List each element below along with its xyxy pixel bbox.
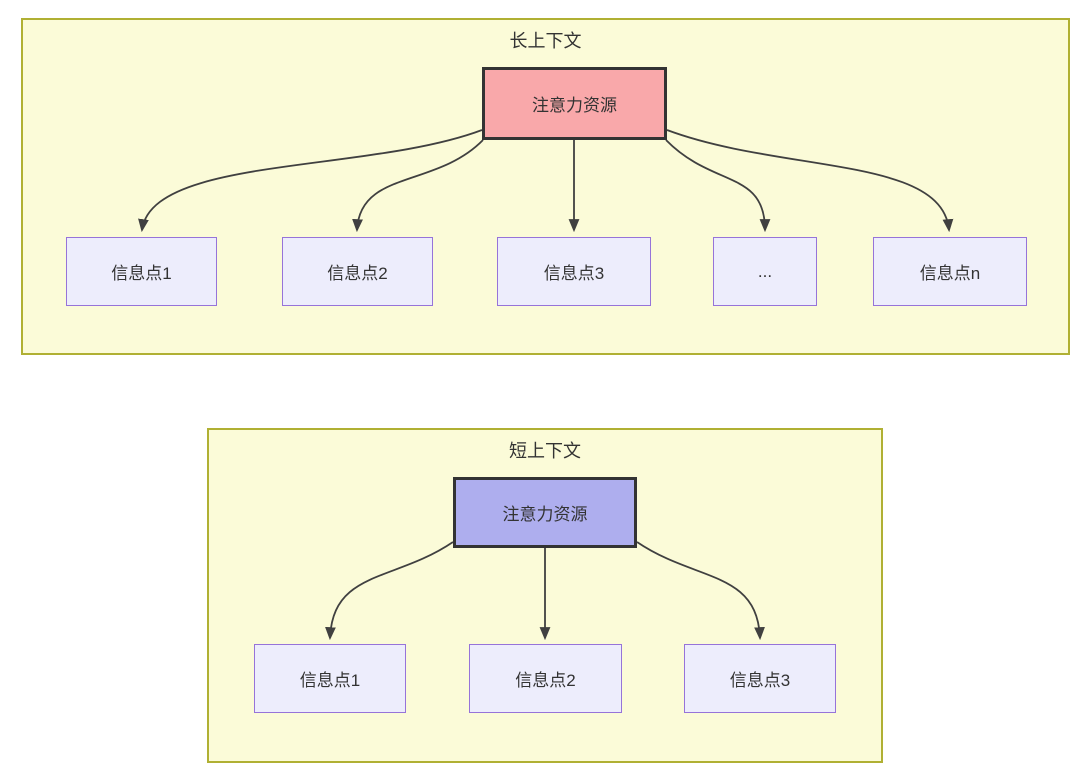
long-context-info-point-3: 信息点3 [497, 237, 651, 306]
long-context-attention-box: 注意力资源 [482, 67, 667, 140]
short-context-attention-box: 注意力资源 [453, 477, 637, 548]
node-label: 信息点1 [299, 671, 361, 690]
long-context-attention-label: 注意力资源 [532, 96, 617, 115]
short-context-title: 短上下文 [509, 441, 581, 461]
node-label: 信息点1 [111, 264, 172, 283]
long-context-info-point-1: 信息点1 [66, 237, 217, 306]
long-context-info-point-n: 信息点n [873, 237, 1027, 306]
node-label: 信息点3 [543, 264, 605, 283]
node-label: 信息点2 [515, 671, 576, 690]
long-context-info-point-ellipsis: ... [713, 237, 817, 306]
long-context-info-point-2: 信息点2 [282, 237, 433, 306]
short-context-attention-label: 注意力资源 [502, 505, 588, 524]
short-context-info-point-2: 信息点2 [469, 644, 622, 713]
node-label: ... [757, 261, 773, 281]
node-label: 信息点2 [327, 264, 388, 283]
short-context-info-point-3: 信息点3 [684, 644, 836, 713]
node-label: 信息点3 [729, 671, 791, 690]
long-context-title: 长上下文 [509, 31, 582, 51]
node-label: 信息点n [919, 264, 981, 283]
short-context-info-point-1: 信息点1 [254, 644, 406, 713]
